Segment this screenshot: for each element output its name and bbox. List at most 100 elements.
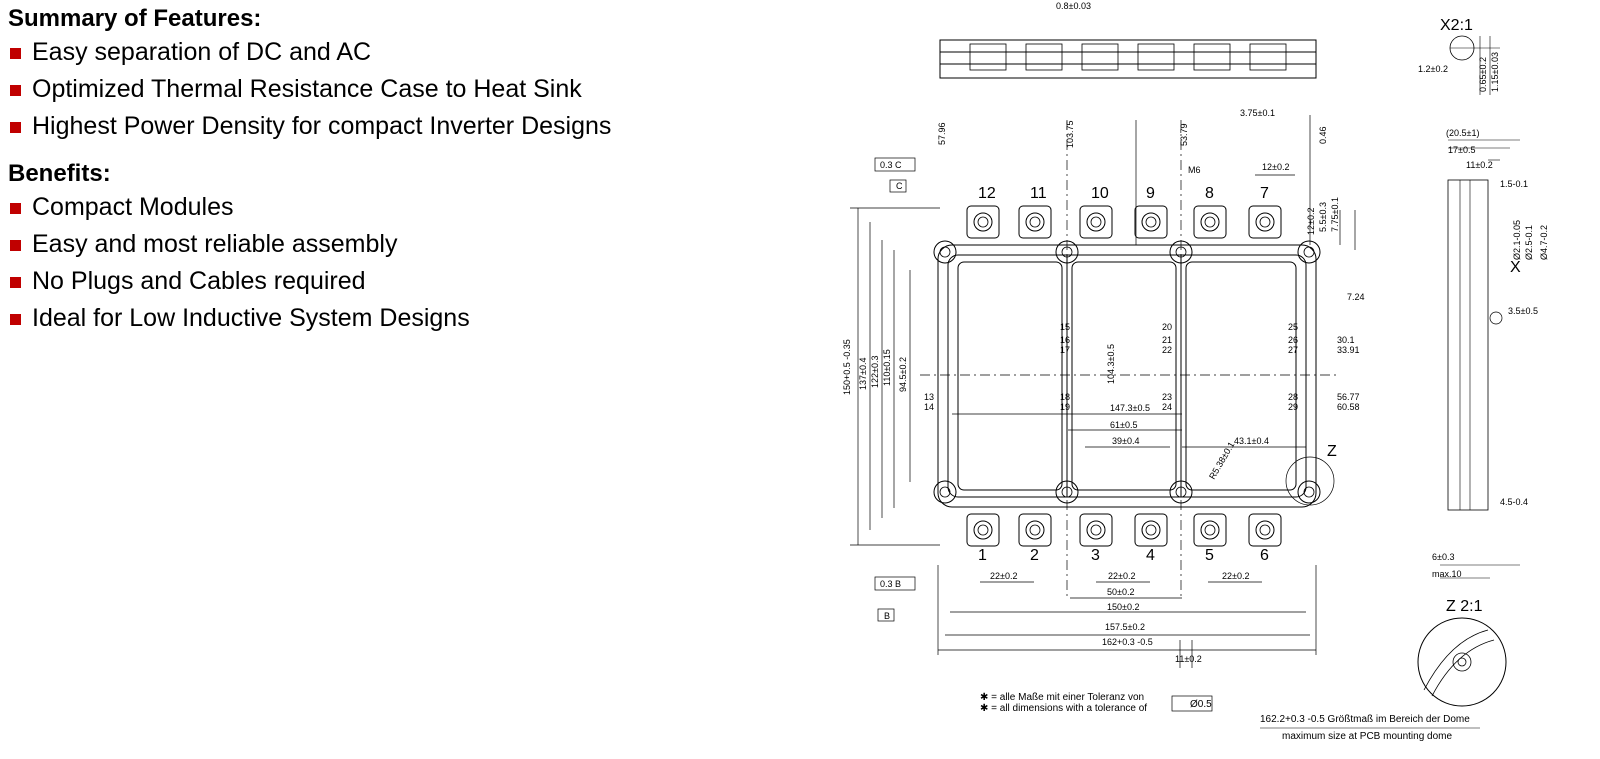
mounting-hole-inner	[1303, 486, 1315, 498]
inner-pin-number: 18	[1060, 392, 1070, 402]
inner-pin-number: 22	[1162, 345, 1172, 355]
dim-label: 122±0.3	[870, 356, 880, 388]
dim-label: 1.2±0.2	[1418, 64, 1448, 74]
dim-label: 1.15±0.03	[1490, 52, 1500, 92]
pin-number: 9	[1146, 185, 1155, 202]
inner-pin-number: 17	[1060, 345, 1070, 355]
dim-label: 61±0.5	[1110, 420, 1137, 430]
mounting-hole	[1055, 240, 1079, 264]
dim-label: 57.96	[937, 122, 947, 145]
dim-label: 147.3±0.5	[1110, 403, 1150, 413]
terminal-hole	[1259, 524, 1271, 536]
dim-label: (20.5±1)	[1446, 128, 1479, 138]
inner-pin-number: 14	[924, 402, 934, 412]
inner-pin-number: 20	[1162, 322, 1172, 332]
terminal-hole	[977, 524, 989, 536]
dim-label: 12±0.2	[1306, 208, 1316, 235]
terminal-hole	[1145, 524, 1157, 536]
mounting-hole-inner	[1061, 486, 1073, 498]
inner-pin-number: 25	[1288, 322, 1298, 332]
features-list: Easy separation of DC and AC Optimized T…	[8, 34, 808, 145]
pin-number: 4	[1146, 547, 1155, 564]
text-panel: Summary of Features: Easy separation of …	[8, 4, 808, 351]
dim-label: 43.1±0.4	[1234, 436, 1269, 446]
dim-label: 1.5-0.1	[1500, 179, 1528, 189]
terminal-bolt	[1086, 212, 1106, 232]
features-title: Summary of Features:	[8, 5, 262, 32]
terminal-pad	[1134, 513, 1168, 547]
inner-pin-number: 26	[1288, 335, 1298, 345]
top-side-view: 0.8±0.03	[939, 1, 1317, 79]
benefits-title: Benefits:	[8, 160, 111, 187]
pin-number: 1	[978, 547, 987, 564]
pin-number: 2	[1030, 547, 1039, 564]
dim-label: 22±0.2	[1108, 571, 1135, 581]
terminal-bolt	[973, 212, 993, 232]
dim-label: 17±0.5	[1448, 145, 1475, 155]
mounting-hole-inner	[1303, 246, 1315, 258]
dim-label: 157.5±0.2	[1105, 622, 1145, 632]
side-view-terminal	[1193, 43, 1231, 71]
dim-label: Ø4.7-0.2	[1539, 225, 1549, 260]
detail-x-label: X2:1	[1440, 17, 1473, 34]
dim-label: 6±0.3	[1432, 552, 1454, 562]
side-view-terminal	[1025, 43, 1063, 71]
mounting-hole	[1055, 480, 1079, 504]
bullet-square-icon	[10, 122, 21, 133]
dim-label: 11±0.2	[1175, 654, 1202, 664]
datum-label: C	[896, 181, 903, 191]
inner-pin-number: 21	[1162, 335, 1172, 345]
dim-label: 0.46	[1318, 126, 1328, 144]
mounting-hole	[1297, 480, 1321, 504]
detail-letter: Z	[1327, 443, 1337, 460]
mounting-hole	[933, 480, 957, 504]
tolerance-note-de: ✱ = alle Maße mit einer Toleranz von	[980, 692, 1144, 703]
dim-label: Ø2.5-0.1	[1524, 225, 1534, 260]
dim-label: 7.24	[1347, 292, 1365, 302]
pin-number: 3	[1091, 547, 1100, 564]
terminal-bolt	[1200, 212, 1220, 232]
terminal-bolt	[1086, 520, 1106, 540]
side-view-terminal	[1081, 43, 1119, 71]
dimension-lines	[850, 115, 1356, 668]
dome-note-en: maximum size at PCB mounting dome	[1282, 731, 1453, 742]
dim-label: 162+0.3 -0.5	[1102, 637, 1153, 647]
benefit-item: No Plugs and Cables required	[8, 263, 808, 300]
dim-label: 22±0.2	[990, 571, 1017, 581]
dim-label: 33.91	[1337, 345, 1360, 355]
inner-pin-number: 13	[924, 392, 934, 402]
dim-label: 5.5±0.3	[1318, 202, 1328, 232]
dim-label: 0.65±0.2	[1478, 57, 1488, 92]
dim-label: max.10	[1432, 569, 1462, 579]
dim-label: 7.75±0.1	[1330, 197, 1340, 232]
dim-label: 94.5±0.2	[898, 357, 908, 392]
pin-number: 8	[1205, 185, 1214, 202]
dim-label: 50±0.2	[1107, 587, 1134, 597]
side-view-terminal	[1137, 43, 1175, 71]
terminal-bolt	[1200, 520, 1220, 540]
inner-pin-number: 27	[1288, 345, 1298, 355]
inner-pin-number: 29	[1288, 402, 1298, 412]
datum-label: B	[884, 611, 890, 621]
terminal-hole	[1029, 524, 1041, 536]
terminal-pad	[1193, 205, 1227, 239]
benefit-item: Easy and most reliable assembly	[8, 226, 808, 263]
pin-number: 7	[1260, 185, 1269, 202]
terminal-pad	[1079, 205, 1113, 239]
terminal-hole	[1145, 216, 1157, 228]
pin-number: 5	[1205, 547, 1214, 564]
pin-number: 10	[1091, 185, 1109, 202]
mounting-hole	[1169, 240, 1193, 264]
mounting-hole-inner	[1175, 486, 1187, 498]
dim-label: 60.58	[1337, 402, 1360, 412]
mounting-holes	[933, 240, 1321, 504]
dim-label: 53.79	[1179, 123, 1189, 146]
mounting-hole	[933, 240, 957, 264]
terminal-bolt	[1255, 212, 1275, 232]
benefit-item: Compact Modules	[8, 189, 808, 226]
benefit-item: Ideal for Low Inductive System Designs	[8, 300, 808, 337]
dim-label: 3.75±0.1	[1240, 108, 1275, 118]
detail-letter: X	[1510, 259, 1521, 276]
detail-z-label: Z 2:1	[1446, 598, 1483, 615]
dim-label: 4.5-0.4	[1500, 497, 1528, 507]
